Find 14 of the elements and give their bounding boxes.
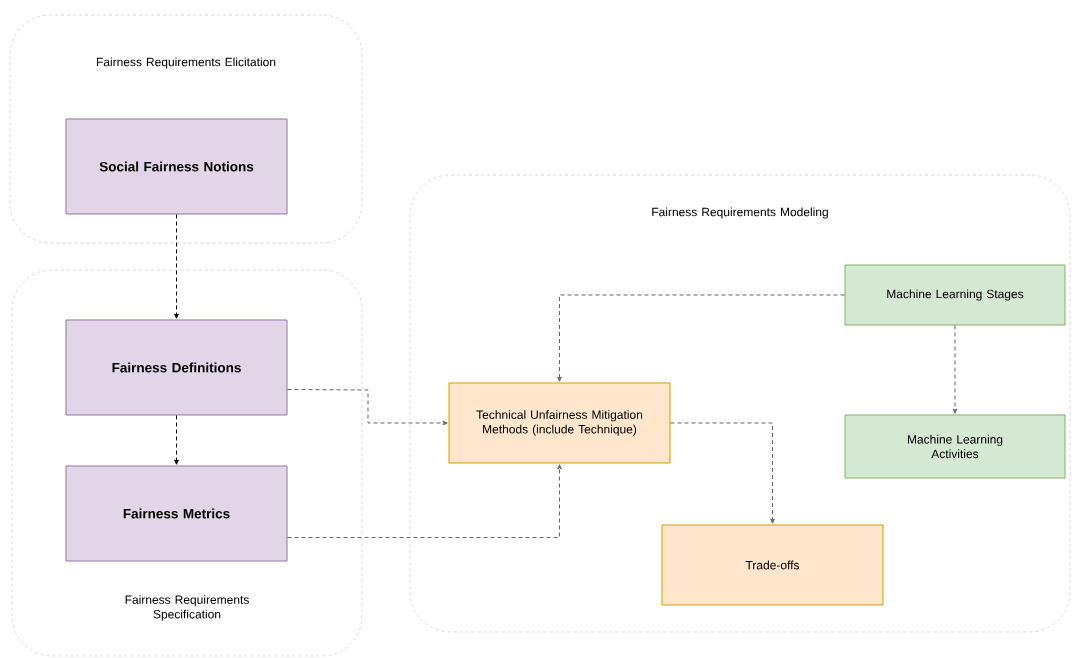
process-box: Social Fairness Notions — [65, 118, 288, 215]
process-box: Trade-offs — [661, 524, 884, 606]
process-box: Machine Learning Activities — [844, 414, 1066, 479]
process-box: Fairness Metrics — [65, 465, 288, 562]
process-box: Fairness Definitions — [65, 319, 288, 416]
arrow — [670, 422, 775, 524]
arrow — [287, 464, 562, 538]
arrow — [287, 389, 448, 426]
arrow — [952, 325, 958, 414]
arrow — [557, 294, 845, 382]
process-box: Machine Learning Stages — [844, 264, 1066, 326]
arrow — [174, 214, 179, 319]
process-box: Technical Unfairness Mitigation Methods (include Technique) — [448, 382, 671, 464]
arrow — [174, 415, 179, 465]
